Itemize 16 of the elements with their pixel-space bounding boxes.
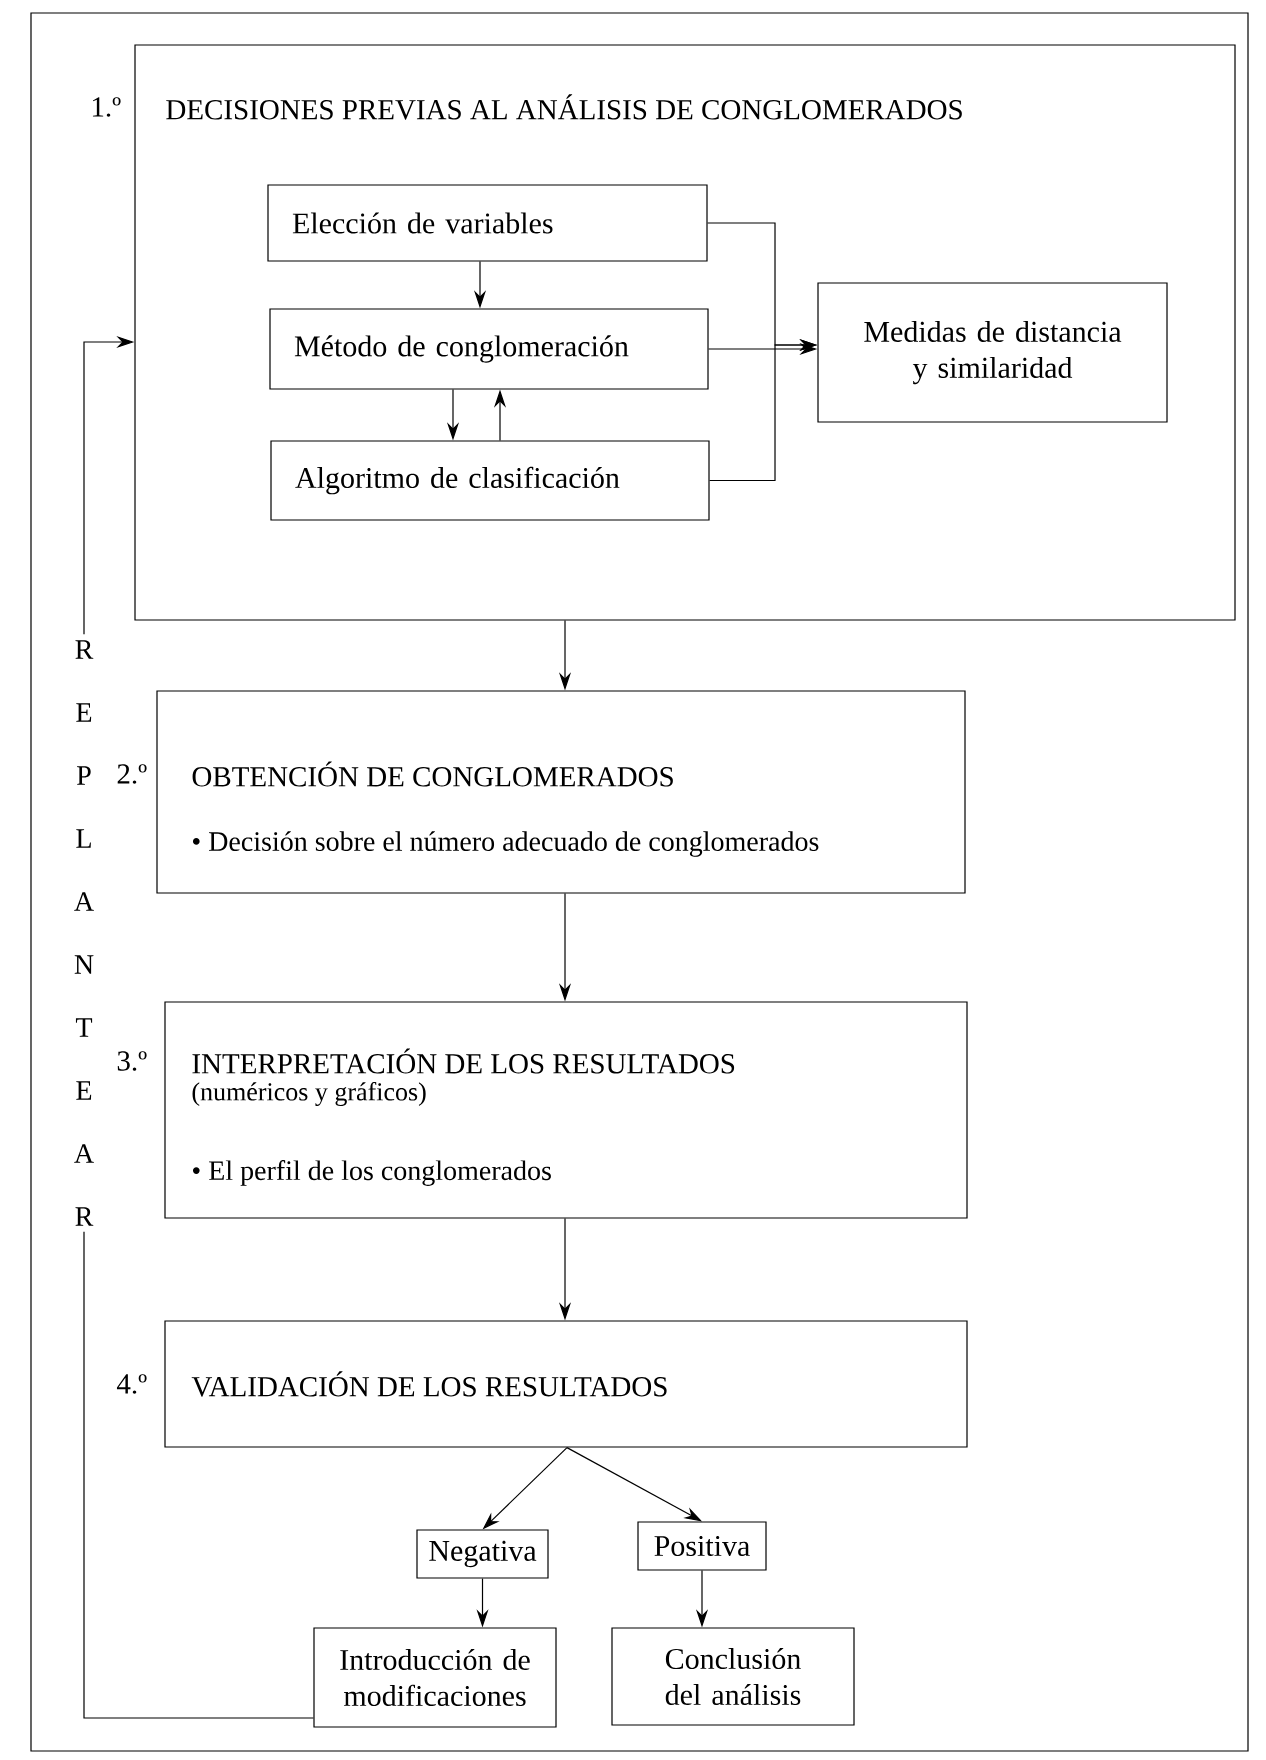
step-box: INTERPRETACIÓN DE LOS RESULTADOS (numéricos y gráficos) • El perfil de los conglomerados bbox=[164, 1001, 968, 1219]
process-box: Conclusión del análisis bbox=[611, 1627, 855, 1726]
outcome-box: Positiva bbox=[637, 1521, 767, 1571]
step-number: 3.º bbox=[117, 1051, 147, 1071]
step-number: 4.º bbox=[116, 1374, 147, 1394]
edge-label: REPLANTEAR bbox=[64, 634, 104, 1232]
process-box: Medidas de distancia y similaridad bbox=[817, 282, 1168, 423]
process-box: Método de conglomeración bbox=[269, 308, 709, 390]
process-box: Algoritmo de clasificación bbox=[270, 440, 710, 521]
process-box: Introducción de modificaciones bbox=[313, 1627, 557, 1728]
step-box: OBTENCIÓN DE CONGLOMERADOS • Decisión sobre el número adecuado de conglomerados bbox=[156, 690, 966, 894]
step-number: 2.º bbox=[117, 764, 147, 784]
process-box: Elección de variables bbox=[267, 184, 708, 262]
outcome-box: Negativa bbox=[416, 1529, 549, 1579]
step-box: VALIDACIÓN DE LOS RESULTADOS bbox=[164, 1320, 968, 1448]
step-number: 1.º bbox=[92, 97, 121, 117]
